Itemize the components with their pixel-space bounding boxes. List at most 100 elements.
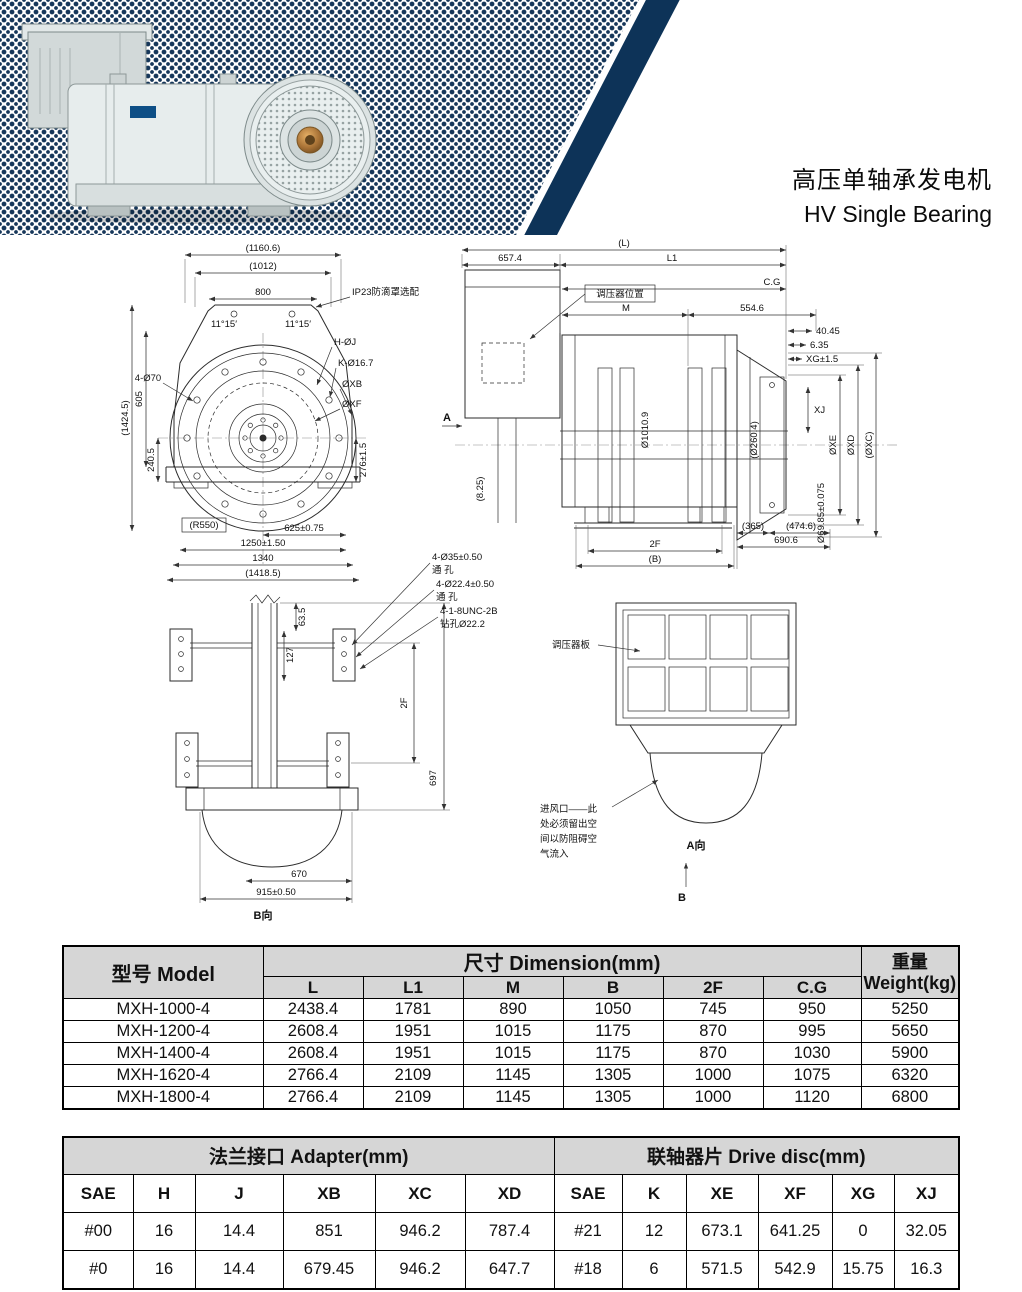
table-cell: 5250 — [860, 998, 960, 1021]
air-inlet-note: 间以防阻碍空 — [540, 833, 597, 845]
dim-label: ØXD — [846, 435, 857, 456]
table-cell: 1951 — [362, 1042, 464, 1065]
col-header-B: B — [562, 976, 664, 999]
air-inlet-note: 进风口——此 — [540, 803, 598, 815]
dim-label: ØXF — [342, 399, 362, 410]
bolt-holes — [183, 358, 343, 518]
page-title: 高压单轴承发电机 HV Single Bearing — [792, 160, 992, 228]
table-row: MXH-1200-4 2608.4 1951 1015 1175 870 995… — [62, 1020, 960, 1043]
col-header: SAE — [62, 1174, 134, 1213]
table-cell: 2438.4 — [262, 998, 364, 1021]
table-row: MXH-1400-4 2608.4 1951 1015 1175 870 103… — [62, 1042, 960, 1065]
table-cell: 542.9 — [757, 1250, 833, 1289]
table-cell: 1305 — [562, 1064, 664, 1087]
col-header: XJ — [893, 1174, 960, 1213]
table-cell: 1145 — [462, 1064, 564, 1087]
engineering-drawings: (1160.6) (1012) 800 IP23防滴罩选配 11°15′ 11°… — [120, 238, 900, 922]
table-cell: 1075 — [762, 1064, 862, 1087]
table-cell: 870 — [662, 1020, 764, 1043]
front-view-geometry — [158, 304, 368, 565]
dim-label: (L) — [618, 238, 630, 249]
dim-label: 63.5 — [297, 608, 308, 627]
table-cell: 1050 — [562, 998, 664, 1021]
dim-label: (Ø260.4) — [749, 421, 760, 459]
view-direction-a: A向 — [687, 838, 706, 852]
dim-label: (365) — [742, 521, 764, 532]
bearing-end — [243, 73, 377, 207]
dim-label: 1250±1.50 — [241, 538, 286, 549]
dimension-header: 尺寸 Dimension(mm) — [262, 945, 862, 977]
table-cell: 2109 — [362, 1064, 464, 1087]
dim-label: 554.6 — [740, 303, 764, 314]
table-cell: #0 — [62, 1250, 134, 1289]
bottom-view-dimensions: 63.5 127 4-Ø35±0.50 通 孔 4-Ø22.4±0.50 通 孔… — [199, 552, 498, 922]
weight-header: 重量 Weight(kg) — [860, 945, 960, 999]
col-header-M: M — [462, 976, 564, 999]
hole-callout: 4-Ø35±0.50 — [432, 552, 482, 563]
air-inlet-note: 处必须留出空 — [540, 818, 597, 830]
regulator-position-label: 调压器位置 — [596, 288, 644, 300]
hole-callout: 4-Ø22.4±0.50 — [436, 579, 494, 590]
table-cell: 647.7 — [464, 1250, 555, 1289]
table-cell: 12 — [621, 1212, 687, 1251]
dim-label: 276±1.5 — [358, 443, 369, 477]
table-cell: 1781 — [362, 998, 464, 1021]
model-cell: MXH-1400-4 — [62, 1042, 264, 1065]
table-cell: 6 — [621, 1250, 687, 1289]
dim-label: (R550) — [189, 520, 218, 531]
dim-label: 127 — [285, 647, 296, 663]
dim-label: XJ — [814, 405, 825, 416]
angle-label: 11°15′ — [285, 319, 311, 330]
table-cell: 890 — [462, 998, 564, 1021]
col-header: XD — [464, 1174, 555, 1213]
dim-label: (ØXC) — [864, 432, 875, 459]
weight-header-zh: 重量 — [891, 952, 928, 973]
regulator-plate-label: 调压器板 — [552, 639, 591, 651]
air-inlet-note: 气流入 — [540, 848, 569, 860]
dim-label: 697 — [428, 770, 439, 786]
table-cell: 5900 — [860, 1042, 960, 1065]
col-header: XB — [282, 1174, 376, 1213]
dimension-table: 型号 Model 尺寸 Dimension(mm) 重量 Weight(kg) … — [62, 945, 961, 1110]
table-cell: 5650 — [860, 1020, 960, 1043]
dim-label: 2F — [649, 539, 660, 550]
brand-logo — [130, 106, 156, 118]
table-cell: 15.75 — [831, 1250, 895, 1289]
table-row: MXH-1800-4 2766.4 2109 1145 1305 1000 11… — [62, 1086, 960, 1109]
bottom-view-geometry — [169, 594, 359, 868]
col-header-L: L — [262, 976, 364, 999]
adapter-header: 法兰接口 Adapter(mm) — [62, 1136, 555, 1175]
table-cell: 870 — [662, 1042, 764, 1065]
hole-callout: 4-1-8UNC-2B — [440, 606, 498, 617]
generator-photo — [21, 23, 377, 224]
table-row: #0 16 14.4 679.45 946.2 647.7 #18 6 571.… — [62, 1250, 960, 1289]
top-view-annotations: 调压器板 进风口——此 处必须留出空 间以防阻碍空 气流入 A向 B — [540, 639, 705, 904]
table-cell: 679.45 — [282, 1250, 376, 1289]
table-cell: 2608.4 — [262, 1042, 364, 1065]
table-cell: #18 — [553, 1250, 623, 1289]
dim-label: 915±0.50 — [256, 887, 296, 898]
dim-label: Ø1010.9 — [640, 412, 651, 448]
table-cell: 1175 — [562, 1020, 664, 1043]
table-cell: 14.4 — [194, 1212, 284, 1251]
dim-label: L1 — [667, 253, 678, 264]
table-cell: 6800 — [860, 1086, 960, 1109]
dim-label: 690.6 — [774, 535, 798, 546]
model-cell: MXH-1000-4 — [62, 998, 264, 1021]
title-english: HV Single Bearing — [804, 201, 992, 227]
col-header: XG — [831, 1174, 895, 1213]
dim-label: C.G — [764, 277, 781, 288]
table-cell: 1305 — [562, 1086, 664, 1109]
table-cell: 673.1 — [685, 1212, 759, 1251]
dim-label: (B) — [649, 554, 662, 565]
table-cell: 0 — [831, 1212, 895, 1251]
top-view-geometry — [615, 602, 797, 824]
dim-label: 800 — [255, 287, 271, 298]
front-view-dimensions: (1160.6) (1012) 800 IP23防滴罩选配 11°15′ 11°… — [120, 243, 420, 583]
table-cell: 571.5 — [685, 1250, 759, 1289]
hole-callout: 通 孔 — [436, 592, 458, 603]
table-row: #00 16 14.4 851 946.2 787.4 #21 12 673.1… — [62, 1212, 960, 1251]
dim-label: 657.4 — [498, 253, 522, 264]
ip23-note: IP23防滴罩选配 — [352, 286, 420, 298]
dim-label: (1160.6) — [246, 243, 281, 254]
